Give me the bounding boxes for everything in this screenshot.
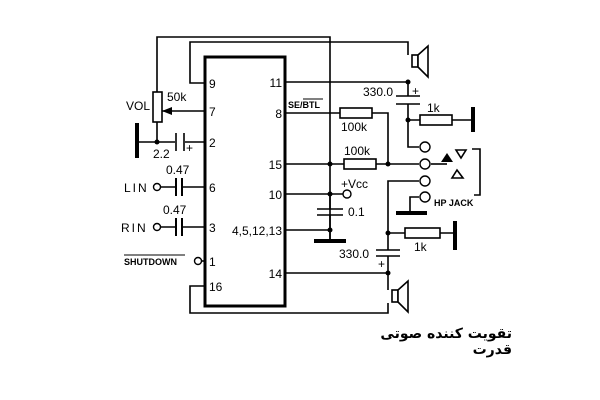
pin-14: 14 [269,267,283,281]
pin-10: 10 [269,188,283,202]
rin-terminal [152,222,162,232]
junction-dot [327,161,333,167]
pin-6: 6 [209,181,216,195]
wiper-arrow-icon [162,107,172,115]
pin-16: 16 [209,280,223,294]
cap-top-value: 330.0 [363,85,393,99]
junction-dot [385,270,391,276]
cap-top-plus: + [412,84,419,98]
junction-dot [154,139,160,145]
pin-1: 1 [209,255,216,269]
wires [137,36,473,314]
lin-label: LIN [124,181,149,195]
speaker-top-icon [411,44,429,79]
capacitor-rin [175,218,183,236]
shutdown-terminal [193,256,203,266]
headphone-jack [419,141,481,203]
capacitor-bottom-output [376,249,400,257]
capacitor-0-1 [317,208,343,216]
cap-vcc-value: 0.1 [348,205,365,219]
caption: تقویت کننده صوتی قدرت [380,326,512,358]
pin-2: 2 [209,136,216,150]
capacitor-2-2 [175,133,185,151]
cap-bottom-plus: + [378,257,385,271]
junction-dot [385,161,391,167]
cap-rin-value: 0.47 [163,203,187,217]
cap-plus-sign: + [186,141,193,155]
se-btl-label: SE/BTL [288,100,321,110]
pin-3: 3 [209,221,216,235]
capacitor-top-output [396,95,420,105]
cap-bottom-value: 330.0 [339,247,369,261]
pot-value: 50k [167,90,187,104]
rin-label: RIN [121,221,148,235]
vol-label: VOL [126,99,150,113]
ic-pin-labels: 9 7 2 6 3 1 16 11 8 15 10 4,5,12,13 14 [209,76,282,294]
cap-pin2-value: 2.2 [153,147,170,161]
r-pin15-value: 100k [344,144,371,158]
pin-11: 11 [270,76,283,90]
pin-7: 7 [209,105,216,119]
junction-dot [327,227,333,233]
junction-dot [385,230,391,236]
capacitor-lin [175,178,183,196]
pin-ground-group: 4,5,12,13 [232,224,282,238]
junction-dot [405,117,411,123]
junction-dot [327,191,333,197]
shutdown-label: SHUTDOWN [124,257,177,267]
pin-8: 8 [275,107,282,121]
r-pin8-value: 100k [341,120,368,134]
resistor-bottom-load [404,227,441,239]
r-top-value: 1k [427,101,441,115]
pin-9: 9 [209,77,216,91]
resistor-top-load [419,114,453,126]
volume-potentiometer [152,91,163,123]
junction-dot [405,79,411,85]
lin-terminal [152,182,162,192]
cap-lin-value: 0.47 [166,163,190,177]
pin-15: 15 [269,158,283,172]
r-bottom-value: 1k [414,240,428,254]
hp-jack-label: HP JACK [434,198,474,208]
vcc-label: +Vcc [341,177,368,191]
amplifier-ic [203,55,287,308]
resistor-pin8 [339,107,373,119]
speaker-bottom-icon [391,279,409,314]
vcc-terminal [342,189,352,199]
resistor-pin15 [343,158,377,170]
